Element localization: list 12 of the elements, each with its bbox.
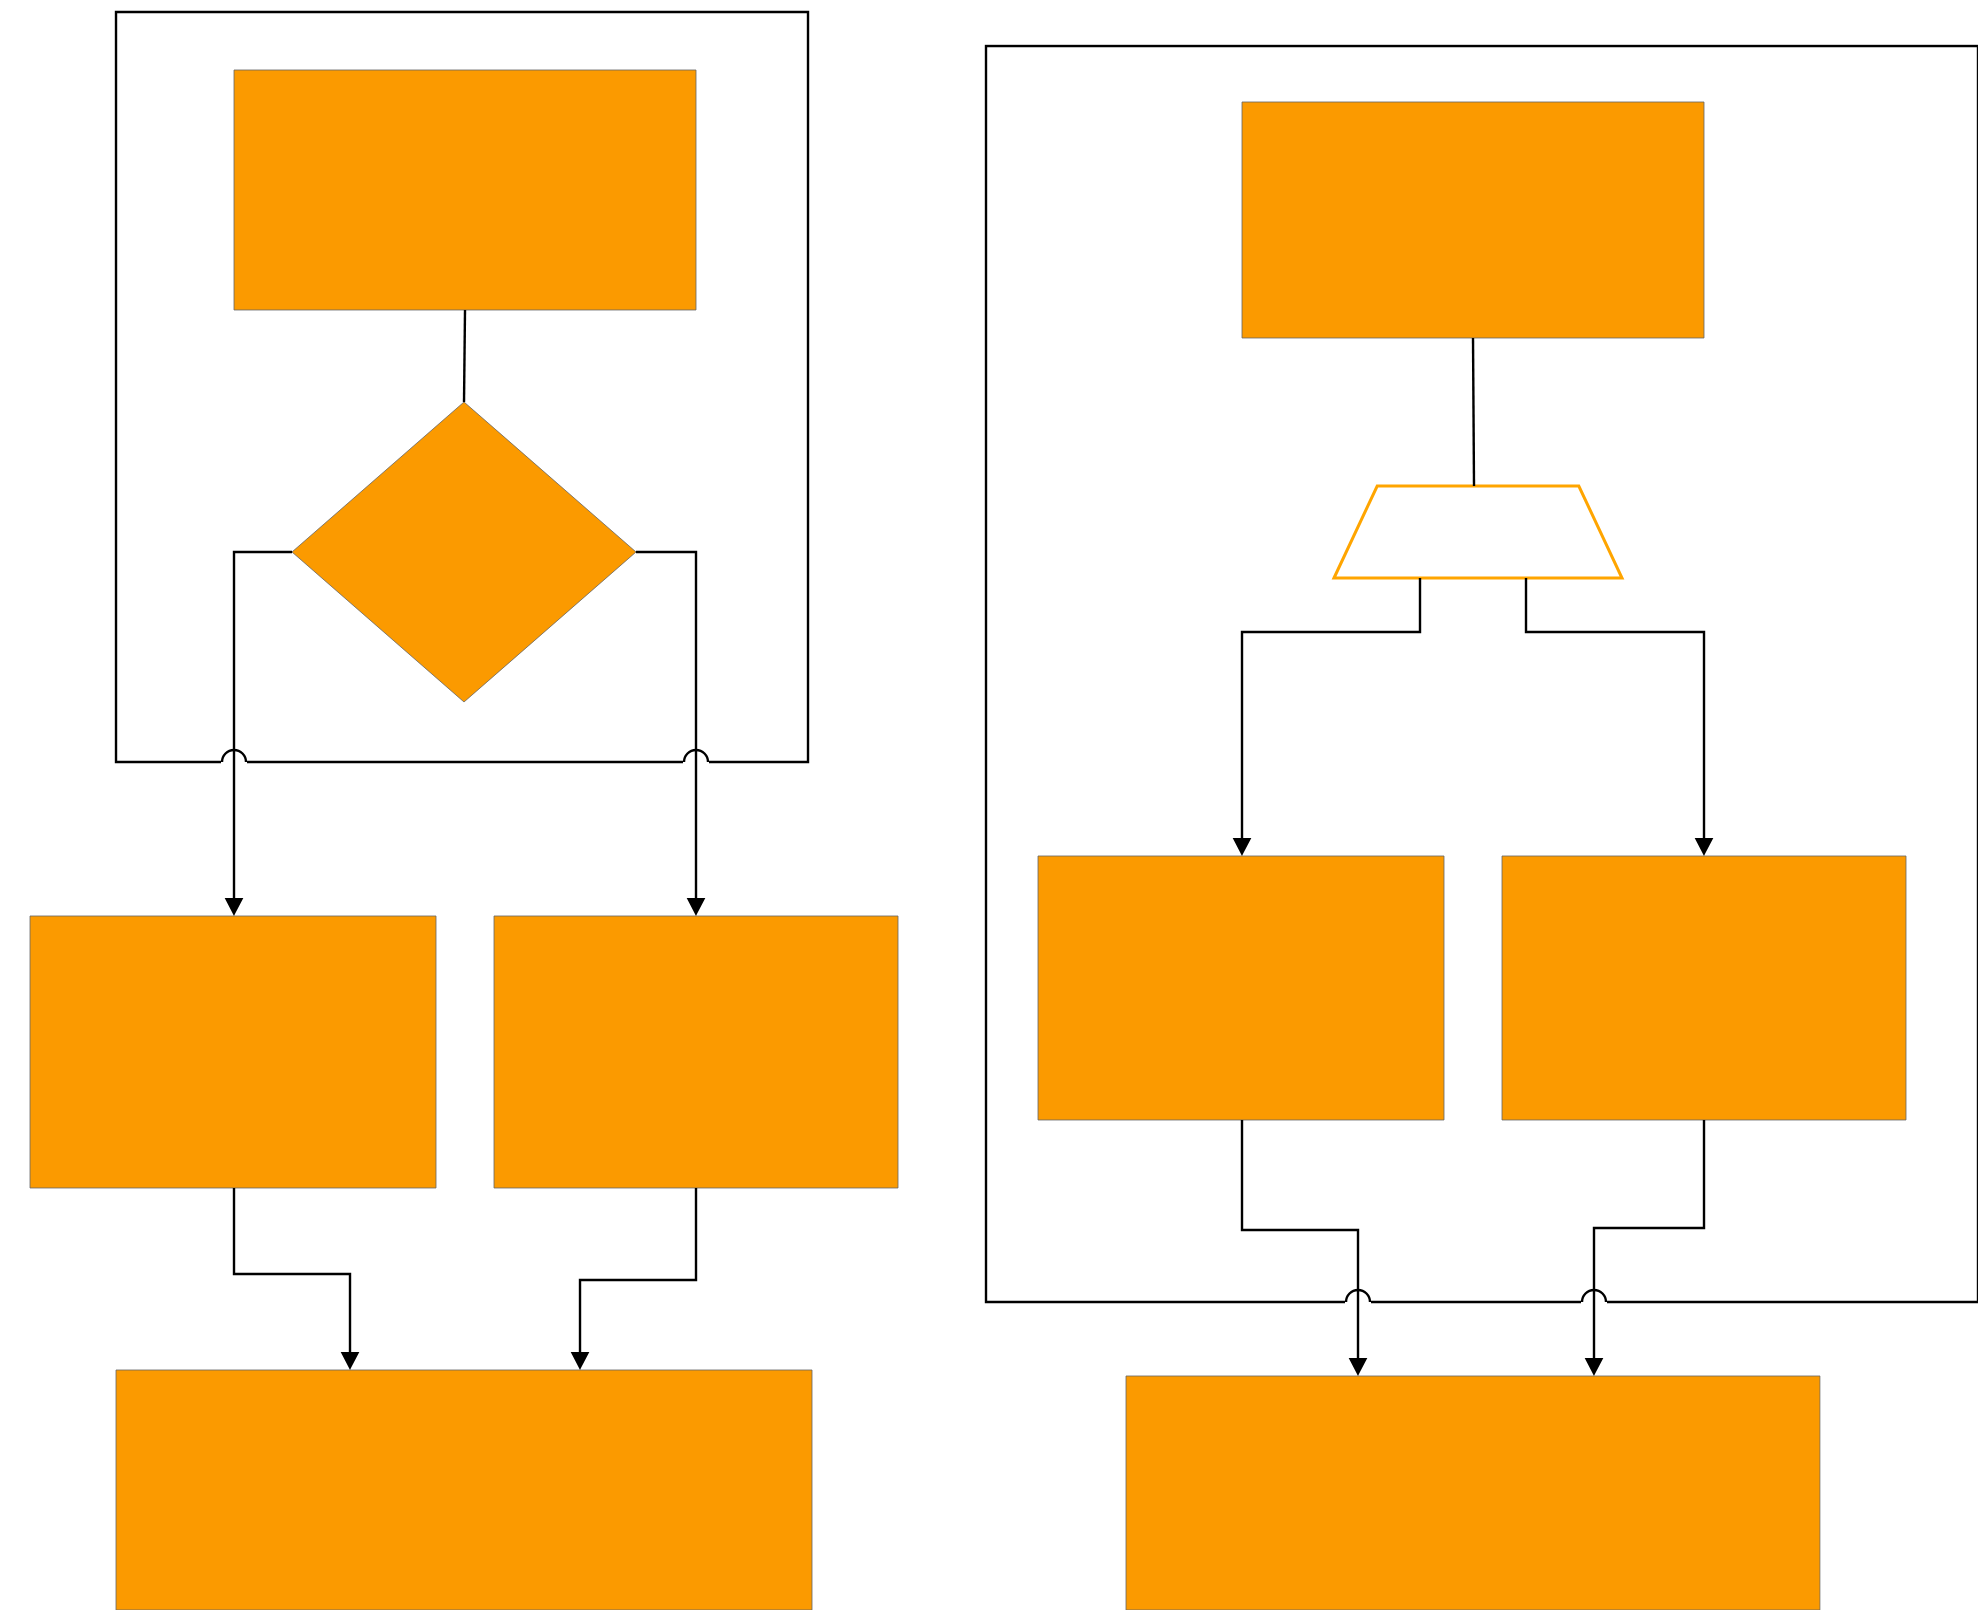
connector-line	[1471, 338, 1476, 486]
process-box	[1037, 855, 1445, 1121]
connector-line	[462, 309, 467, 402]
process-box	[115, 1369, 813, 1610]
process-box	[233, 69, 697, 311]
decision-diamond	[291, 401, 637, 703]
frame-box	[114, 10, 810, 766]
process-box	[493, 915, 899, 1189]
process-box	[1241, 101, 1705, 339]
process-box	[1501, 855, 1907, 1121]
process-box	[29, 915, 437, 1189]
process-box	[1125, 1375, 1821, 1610]
